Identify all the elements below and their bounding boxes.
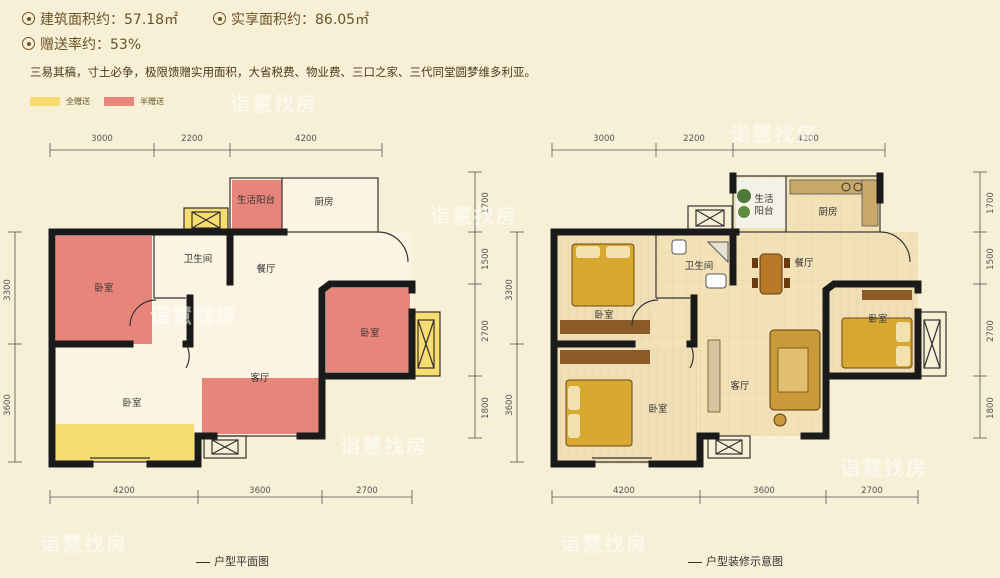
- dim-bottom-1: 4200: [113, 486, 135, 496]
- living-half-gift: [202, 378, 320, 434]
- dim-left-1: 3300: [505, 279, 515, 301]
- label-dining: 餐厅: [256, 263, 276, 275]
- dim-right-3: 2700: [481, 320, 491, 342]
- label-kitchen: 厨房: [818, 206, 837, 218]
- label-kitchen: 厨房: [314, 196, 333, 208]
- dim-bottom-3: 2700: [356, 486, 378, 496]
- dim-right-1: 1700: [481, 192, 491, 214]
- build-area: 建筑面积约：57.18㎡: [40, 12, 179, 28]
- dim-right-4: 1800: [986, 397, 996, 419]
- dim-bottom-3: 2700: [861, 486, 883, 496]
- actual-area: 实享面积约：86.05㎡: [231, 12, 370, 28]
- label-living: 客厅: [250, 372, 270, 384]
- watermark: 诣慧找房: [340, 434, 428, 458]
- dim-right-2: 1500: [481, 248, 491, 270]
- watermark: 诣慧找房: [430, 204, 518, 228]
- watermark: 诣慧找房: [560, 532, 648, 556]
- label-balcony-b: 阳台: [754, 205, 773, 217]
- bedroom-3-half-gift: [326, 288, 410, 372]
- description: 三易其稿，寸土必争，极限馈赠实用面积，大省税费、物业费、三口之家、三代同堂圆梦维…: [30, 65, 536, 79]
- caption-deco: 户型装修示意图: [688, 553, 783, 569]
- bay-full-gift: [56, 424, 194, 462]
- legend: 全赠送 半赠送: [30, 96, 164, 107]
- legend-half-label: 半赠送: [140, 97, 164, 106]
- dim-right-1: 1700: [986, 192, 996, 214]
- plan-left: 3000 2200 4200 4200 3600 2700 3300 3600 …: [3, 134, 491, 504]
- header: 建筑面积约：57.18㎡ 实享面积约：86.05㎡ 赠送率约：53%: [22, 8, 369, 58]
- dim-right-2: 1500: [986, 248, 996, 270]
- plan-right: 3000 2200 4200 4200 3600 2700 3300 3600 …: [505, 134, 996, 504]
- bullet-icon: [213, 12, 226, 25]
- label-bedroom-2: 卧室: [648, 403, 667, 415]
- bullet-icon: [22, 37, 35, 50]
- dim-left-2: 3600: [505, 394, 515, 416]
- dim-top-3: 4200: [797, 134, 819, 144]
- dim-top-1: 3000: [91, 134, 113, 144]
- label-bedroom-2: 卧室: [122, 397, 141, 409]
- watermark: 诣慧找房: [150, 304, 238, 328]
- label-bedroom-3: 卧室: [360, 327, 379, 339]
- watermark: 诣慧找房: [840, 456, 928, 480]
- label-living: 客厅: [730, 380, 750, 392]
- dim-bottom-2: 3600: [753, 486, 775, 496]
- watermark: 诣慧找房: [40, 532, 128, 556]
- label-balcony: 生活阳台: [237, 194, 275, 206]
- dim-left-2: 3600: [3, 394, 13, 416]
- label-dining: 餐厅: [794, 257, 814, 269]
- dim-top-3: 4200: [295, 134, 317, 144]
- legend-full-swatch: [30, 97, 60, 106]
- dim-top-1: 3000: [593, 134, 615, 144]
- dim-right-3: 2700: [986, 320, 996, 342]
- caption-plan: 户型平面图: [196, 553, 269, 569]
- bedroom-1-half-gift: [56, 236, 152, 344]
- dim-right-4: 1800: [481, 397, 491, 419]
- label-bedroom-1: 卧室: [94, 282, 113, 294]
- balcony-half-gift: [232, 180, 282, 230]
- label-bath: 卫生间: [184, 253, 213, 265]
- label-bedroom-1: 卧室: [594, 309, 613, 321]
- legend-full-label: 全赠送: [66, 97, 90, 106]
- watermark: 诣慧找房: [230, 92, 318, 116]
- dim-top-2: 2200: [181, 134, 203, 144]
- bullet-icon: [22, 12, 35, 25]
- dim-left-1: 3300: [3, 279, 13, 301]
- dim-bottom-2: 3600: [249, 486, 271, 496]
- watermark: 诣慧找房: [730, 122, 818, 146]
- dim-bottom-1: 4200: [613, 486, 635, 496]
- gift-rate: 赠送率约：53%: [40, 37, 142, 53]
- dim-top-2: 2200: [683, 134, 705, 144]
- label-bath: 卫生间: [685, 260, 714, 272]
- label-bedroom-3: 卧室: [868, 313, 887, 325]
- legend-half-swatch: [104, 97, 134, 106]
- label-balcony-a: 生活: [754, 193, 774, 205]
